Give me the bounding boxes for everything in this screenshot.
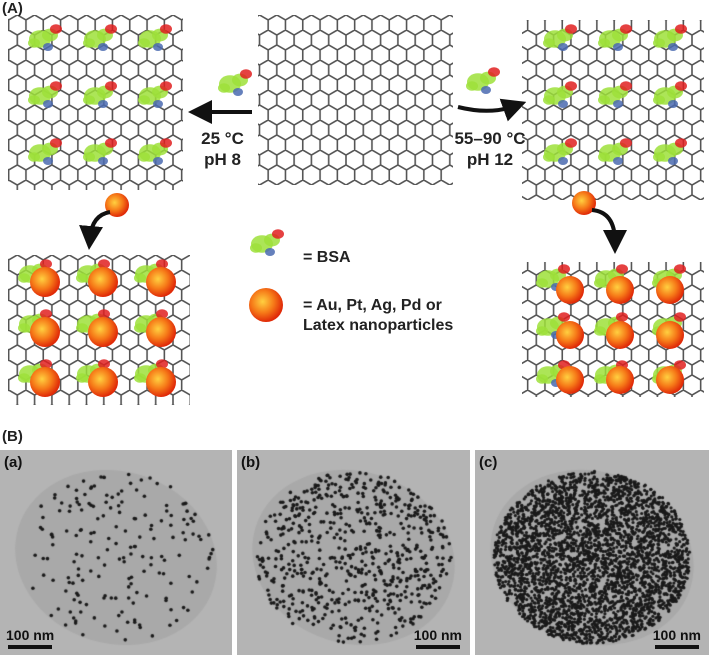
bsa-icon xyxy=(138,138,172,165)
go-sheet-center xyxy=(258,15,453,185)
nanoparticle-icon xyxy=(88,317,118,347)
nanoparticle-icon xyxy=(556,366,584,394)
nanoparticle-icon xyxy=(30,367,60,397)
bsa-icon xyxy=(543,81,577,108)
ph-right: pH 12 xyxy=(466,150,514,169)
bsa-icon xyxy=(653,138,687,165)
nanoparticles xyxy=(30,191,684,397)
bsa-icon xyxy=(83,24,117,51)
bsa-proteins xyxy=(18,24,687,387)
tem-image-a xyxy=(0,450,232,655)
nanoparticle-icon xyxy=(556,276,584,304)
nanoparticle-icon xyxy=(146,317,176,347)
nanoparticle-icon xyxy=(572,191,596,215)
nanoparticle-icon xyxy=(606,321,634,349)
nanoparticle-icon xyxy=(656,321,684,349)
bsa-icon xyxy=(28,24,62,51)
ph-left: pH 8 xyxy=(204,150,241,169)
bsa-icon xyxy=(598,81,632,108)
tem-label-a: (a) xyxy=(4,454,23,471)
bsa-icon xyxy=(250,229,284,256)
condition-right: 55–90 °C pH 12 xyxy=(450,128,530,170)
tem-label-b: (b) xyxy=(241,454,261,471)
tem-panel-a: (a) 100 nm xyxy=(0,450,232,655)
tem-image-c xyxy=(475,450,709,655)
nanoparticle-icon xyxy=(656,366,684,394)
tem-panel-c: (c) 100 nm xyxy=(475,450,709,655)
bsa-icon xyxy=(653,81,687,108)
panel-a-label: (A) xyxy=(2,0,23,17)
scale-bar-a: 100 nm xyxy=(6,627,54,649)
bsa-icon xyxy=(598,24,632,51)
bsa-icon xyxy=(83,81,117,108)
bsa-icon xyxy=(598,138,632,165)
nanoparticle-icon xyxy=(88,267,118,297)
bsa-icon xyxy=(218,69,252,96)
bsa-icon xyxy=(466,67,500,94)
legend-bsa: = BSA xyxy=(303,249,351,266)
schematic xyxy=(8,15,704,405)
nanoparticle-icon xyxy=(30,267,60,297)
nanoparticle-icon xyxy=(146,367,176,397)
tem-label-c: (c) xyxy=(479,454,498,471)
tem-panel-b: (b) 100 nm xyxy=(237,450,470,655)
nanoparticle-icon xyxy=(88,367,118,397)
temperature-left: 25 °C xyxy=(201,129,244,148)
bsa-icon xyxy=(543,138,577,165)
legend-nanoparticles: = Au, Pt, Ag, Pd or Latex nanoparticles xyxy=(303,297,454,334)
nanoparticle-icon xyxy=(606,366,634,394)
nanoparticle-icon xyxy=(249,288,283,322)
nanoparticle-icon xyxy=(30,317,60,347)
bsa-icon xyxy=(28,138,62,165)
bsa-icon xyxy=(83,138,117,165)
bsa-icon xyxy=(536,264,570,291)
nanoparticle-icon xyxy=(105,193,129,217)
bsa-icon xyxy=(28,81,62,108)
bsa-icon xyxy=(138,81,172,108)
bsa-icon xyxy=(543,24,577,51)
nanoparticle-icon xyxy=(606,276,634,304)
bsa-icon xyxy=(653,24,687,51)
temperature-right: 55–90 °C xyxy=(454,129,526,148)
scale-bar-b: 100 nm xyxy=(414,627,462,649)
nanoparticle-icon xyxy=(656,276,684,304)
tem-image-b xyxy=(237,450,470,655)
bsa-icon xyxy=(138,24,172,51)
arrow-down-left xyxy=(79,210,111,250)
nanoparticle-icon xyxy=(146,267,176,297)
arrow-down-right xyxy=(591,208,627,254)
condition-left: 25 °C pH 8 xyxy=(185,128,260,170)
nanoparticle-icon xyxy=(556,321,584,349)
panel-b-label: (B) xyxy=(2,428,23,445)
arrow-right xyxy=(457,98,527,122)
scale-bar-c: 100 nm xyxy=(653,627,701,649)
